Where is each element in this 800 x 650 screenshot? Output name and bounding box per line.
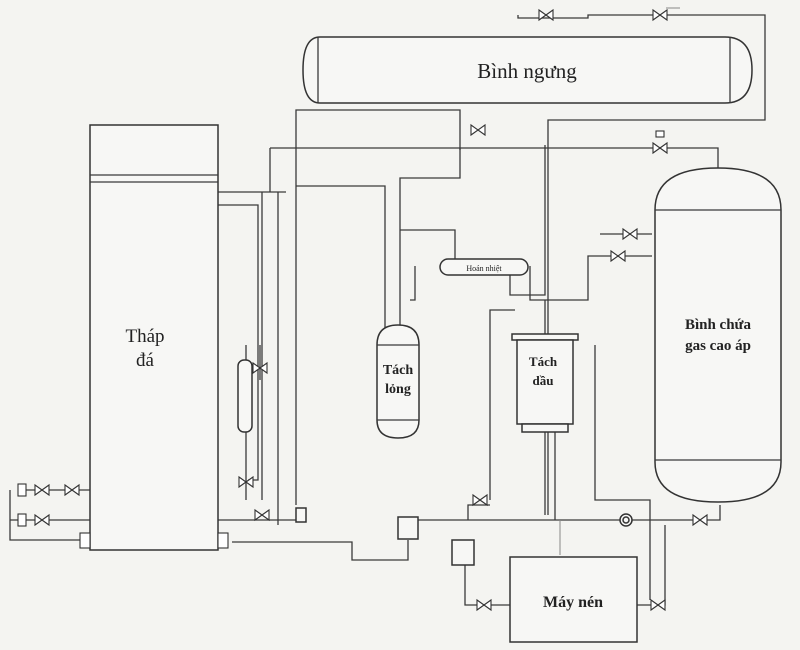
heat-exchanger xyxy=(439,258,529,276)
ice-tower xyxy=(79,124,229,551)
ice-tower-label-line1: Tháp xyxy=(125,326,164,347)
condenser xyxy=(302,36,753,104)
compressor-label: Máy nén xyxy=(543,594,603,611)
compressor xyxy=(509,556,638,643)
receiver xyxy=(654,167,782,503)
oil-separator xyxy=(511,333,579,433)
level-gauge xyxy=(237,359,253,433)
heat-exchanger-label: Hoán nhiệt xyxy=(466,264,502,273)
filters xyxy=(295,507,633,566)
liquid-separator-label-line1: Tách xyxy=(383,363,414,378)
liquid-separator-label-line2: lỏng xyxy=(385,382,411,397)
receiver-label-line1: Bình chứa xyxy=(685,317,752,333)
oil-separator-label-line1: Tách xyxy=(529,354,558,369)
condenser-label: Bình ngưng xyxy=(477,59,577,83)
ice-tower-label-line2: đá xyxy=(136,350,155,371)
valves xyxy=(17,9,708,611)
liquid-separator xyxy=(376,324,420,439)
receiver-label-line2: gas cao áp xyxy=(685,338,751,354)
oil-separator-label-line2: dầu xyxy=(533,373,554,388)
